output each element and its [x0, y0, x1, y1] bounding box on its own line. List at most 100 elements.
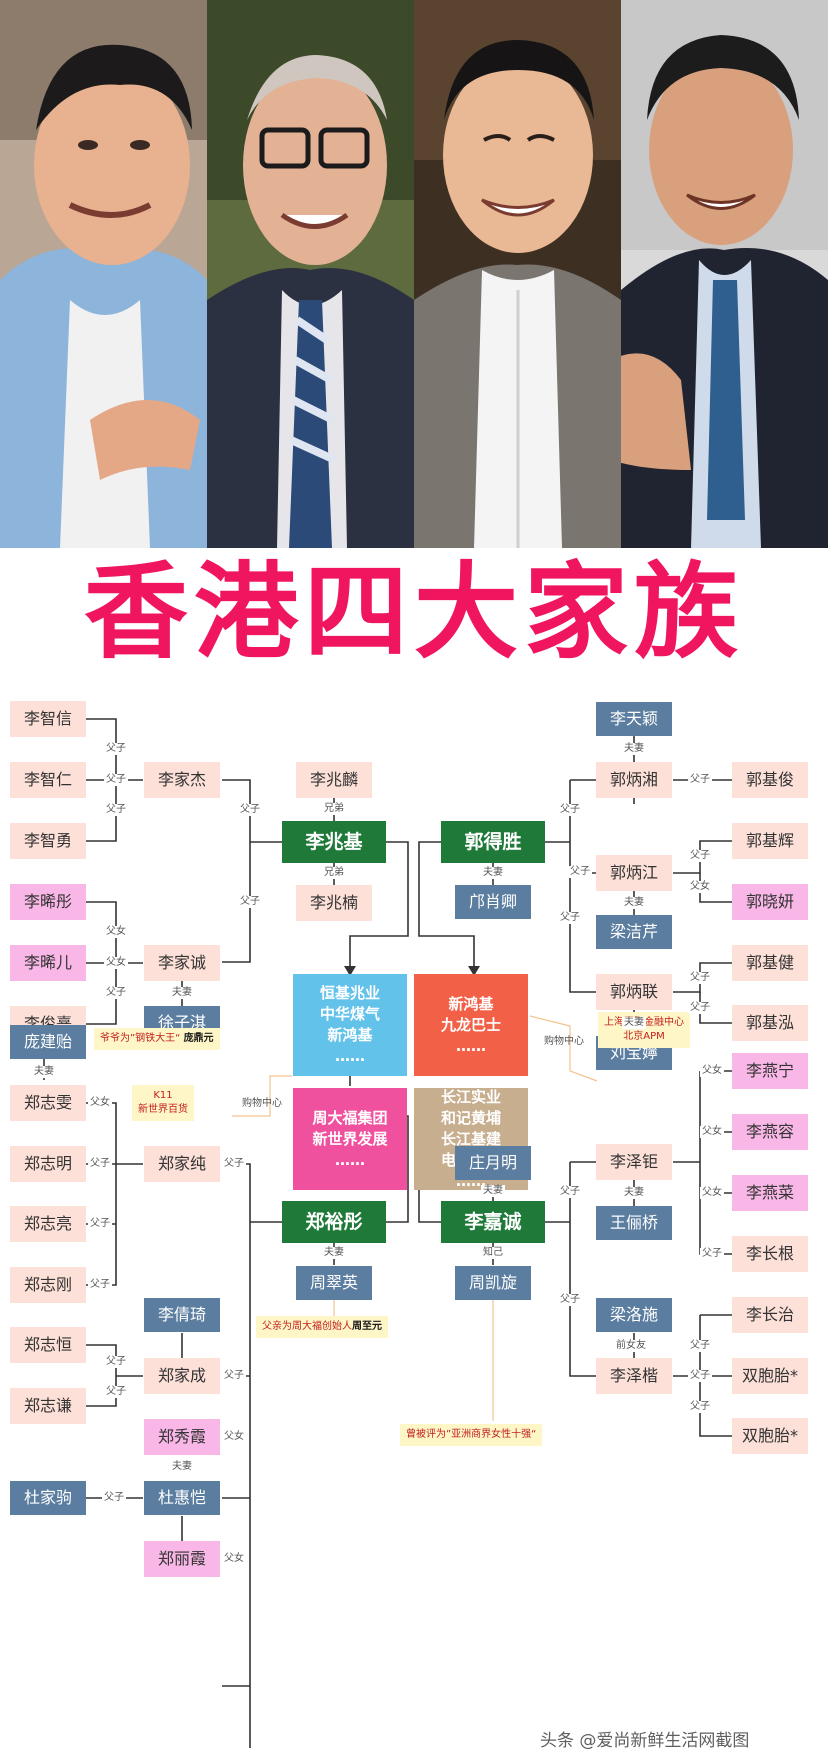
- person-li-zhaonan: 李兆楠: [296, 885, 372, 921]
- person-du-huikai: 杜惠恺: [144, 1481, 220, 1515]
- note-zhou-kaixuan: 曾被评为”亚洲商界女性十强“: [400, 1424, 543, 1446]
- rel-label: 夫妻: [170, 987, 194, 999]
- company-henderson-1: 恒基兆业: [319, 984, 380, 1002]
- person-twin-2: 双胞胎*: [732, 1418, 808, 1454]
- rel-label: 夫妻: [622, 1187, 646, 1199]
- rel-label: 父子: [568, 866, 592, 878]
- person-zheng-zhiqian: 郑志谦: [10, 1388, 86, 1424]
- portrait-zheng-jiacheng-li-jiacheng: [414, 0, 621, 548]
- person-zheng-jiachun: 郑家纯: [144, 1146, 220, 1182]
- portrait-banner: [0, 0, 828, 548]
- company-henderson-2: 中华煤气: [319, 1005, 380, 1023]
- note-shk-mall: 购物中心: [544, 1036, 584, 1047]
- note-k11-1: K11: [153, 1090, 173, 1101]
- rel-label: 夫妻: [481, 867, 505, 879]
- person-li-zekai: 李泽楷: [596, 1358, 672, 1394]
- rel-label: 夫妻: [622, 1017, 646, 1029]
- rel-label: 父子: [88, 1218, 112, 1230]
- person-zheng-zhiheng: 郑志恒: [10, 1327, 86, 1363]
- person-li-jiajie: 李家杰: [144, 762, 220, 798]
- note-shk-place-2: 北京APM: [623, 1031, 665, 1042]
- rel-label: 父子: [688, 1002, 712, 1014]
- person-li-zhiyong: 李智勇: [10, 823, 86, 859]
- rel-label: 父女: [700, 1187, 724, 1199]
- person-li-jiacheng: 李家诚: [144, 945, 220, 981]
- note-k11: K11 新世界百货: [132, 1085, 194, 1121]
- rel-label: 父子: [104, 1356, 128, 1368]
- note-pang-2: 庞鼎元: [183, 1033, 214, 1044]
- rel-label: 父子: [688, 850, 712, 862]
- rel-label: 父女: [688, 881, 712, 893]
- rel-label: 父女: [700, 1126, 724, 1138]
- company-shk-1: 新鸿基: [448, 994, 494, 1013]
- leader-zheng-yutong: 郑裕彤: [282, 1201, 386, 1243]
- rel-label: 父子: [558, 804, 582, 816]
- person-li-changgen: 李长根: [732, 1236, 808, 1272]
- person-li-zhixin: 李智信: [10, 701, 86, 737]
- rel-label: 夫妻: [322, 1247, 346, 1259]
- person-pang-jianyi: 庞建贻: [10, 1025, 86, 1059]
- rel-label: 知己: [481, 1247, 505, 1259]
- company-ckh-2: 和记黄埔: [440, 1108, 501, 1127]
- person-kuang-xiaoqing: 邝肖卿: [455, 885, 531, 919]
- company-ctf-3: ……: [335, 1150, 365, 1169]
- person-li-zhaolin: 李兆麟: [296, 762, 372, 798]
- rel-label: 父子: [688, 774, 712, 786]
- rel-label: 兄弟: [322, 803, 346, 815]
- rel-label: 父女: [222, 1553, 246, 1565]
- rel-label: 夫妻: [481, 1185, 505, 1197]
- person-zheng-zhiliang: 郑志亮: [10, 1206, 86, 1242]
- person-zheng-xiuxia: 郑秀霞: [144, 1419, 220, 1455]
- person-li-zeju: 李泽钜: [596, 1144, 672, 1180]
- rel-label: 父子: [558, 1186, 582, 1198]
- company-ctf-2: 新世界发展: [312, 1129, 388, 1148]
- person-zhou-cuiying: 周翠英: [296, 1266, 372, 1300]
- watermark: 头条 @爱尚新鲜生活网截图: [540, 1731, 750, 1751]
- rel-label: 夫妻: [170, 1461, 194, 1473]
- leader-li-zhaoji: 李兆基: [282, 821, 386, 863]
- rel-label: 父子: [88, 1279, 112, 1291]
- person-guo-jijun: 郭基俊: [732, 762, 808, 798]
- rel-label: 父子: [688, 1370, 712, 1382]
- rel-label: 夫妻: [622, 897, 646, 909]
- leader-li-jiacheng: 李嘉诚: [441, 1201, 545, 1243]
- rel-label: 父女: [104, 926, 128, 938]
- connector-lines: [43, 718, 732, 1748]
- person-guo-binglian: 郭炳联: [596, 974, 672, 1010]
- note-zhou: 父亲为周大福创始人周至元: [256, 1316, 388, 1338]
- company-henderson-3: 新鸿基: [327, 1026, 373, 1044]
- note-k11-2: 新世界百货: [138, 1104, 188, 1115]
- person-liang-jieqian: 梁洁芹: [596, 915, 672, 949]
- person-guo-bingxiang: 郭炳湘: [596, 762, 672, 798]
- person-li-qianqi: 李倩琦: [144, 1298, 220, 1332]
- company-henderson: 恒基兆业 中华煤气 新鸿基 ……: [293, 974, 407, 1076]
- company-ctf: 周大福集团 新世界发展 ……: [293, 1088, 407, 1190]
- rel-label: 父子: [104, 987, 128, 999]
- rel-label: 父子: [104, 774, 128, 786]
- person-liang-luoshi: 梁洛施: [596, 1298, 672, 1332]
- rel-label: 父子: [558, 912, 582, 924]
- person-zhuang-yueming: 庄月明: [455, 1146, 531, 1180]
- company-ckh-3: 长江基建: [440, 1129, 501, 1148]
- rel-label: 父子: [88, 1158, 112, 1170]
- person-li-changzhi: 李长治: [732, 1297, 808, 1333]
- portrait-guo-binglian: [621, 0, 828, 548]
- rel-label: 父女: [222, 1431, 246, 1443]
- person-guo-jihong: 郭基泓: [732, 1005, 808, 1041]
- rel-label: 父子: [688, 972, 712, 984]
- note-zhou-1: 父亲为周大福创始人: [262, 1321, 352, 1332]
- rel-label: 父子: [238, 896, 262, 908]
- rel-label: 父子: [104, 804, 128, 816]
- person-zheng-jiacheng: 郑家成: [144, 1358, 220, 1394]
- company-henderson-4: ……: [335, 1047, 365, 1065]
- leader-guo-desheng: 郭得胜: [441, 821, 545, 863]
- rel-label: 兄弟: [322, 867, 346, 879]
- company-shk: 新鸿基 九龙巴士 ……: [414, 974, 528, 1076]
- rel-label: 夫妻: [32, 1066, 56, 1078]
- rel-label: 父子: [688, 1401, 712, 1413]
- rel-label: 父子: [558, 1294, 582, 1306]
- person-guo-bingjiang: 郭炳江: [596, 855, 672, 891]
- person-li-xier: 李晞儿: [10, 945, 86, 981]
- company-shk-2: 九龙巴士: [440, 1015, 501, 1034]
- rel-label: 夫妻: [622, 743, 646, 755]
